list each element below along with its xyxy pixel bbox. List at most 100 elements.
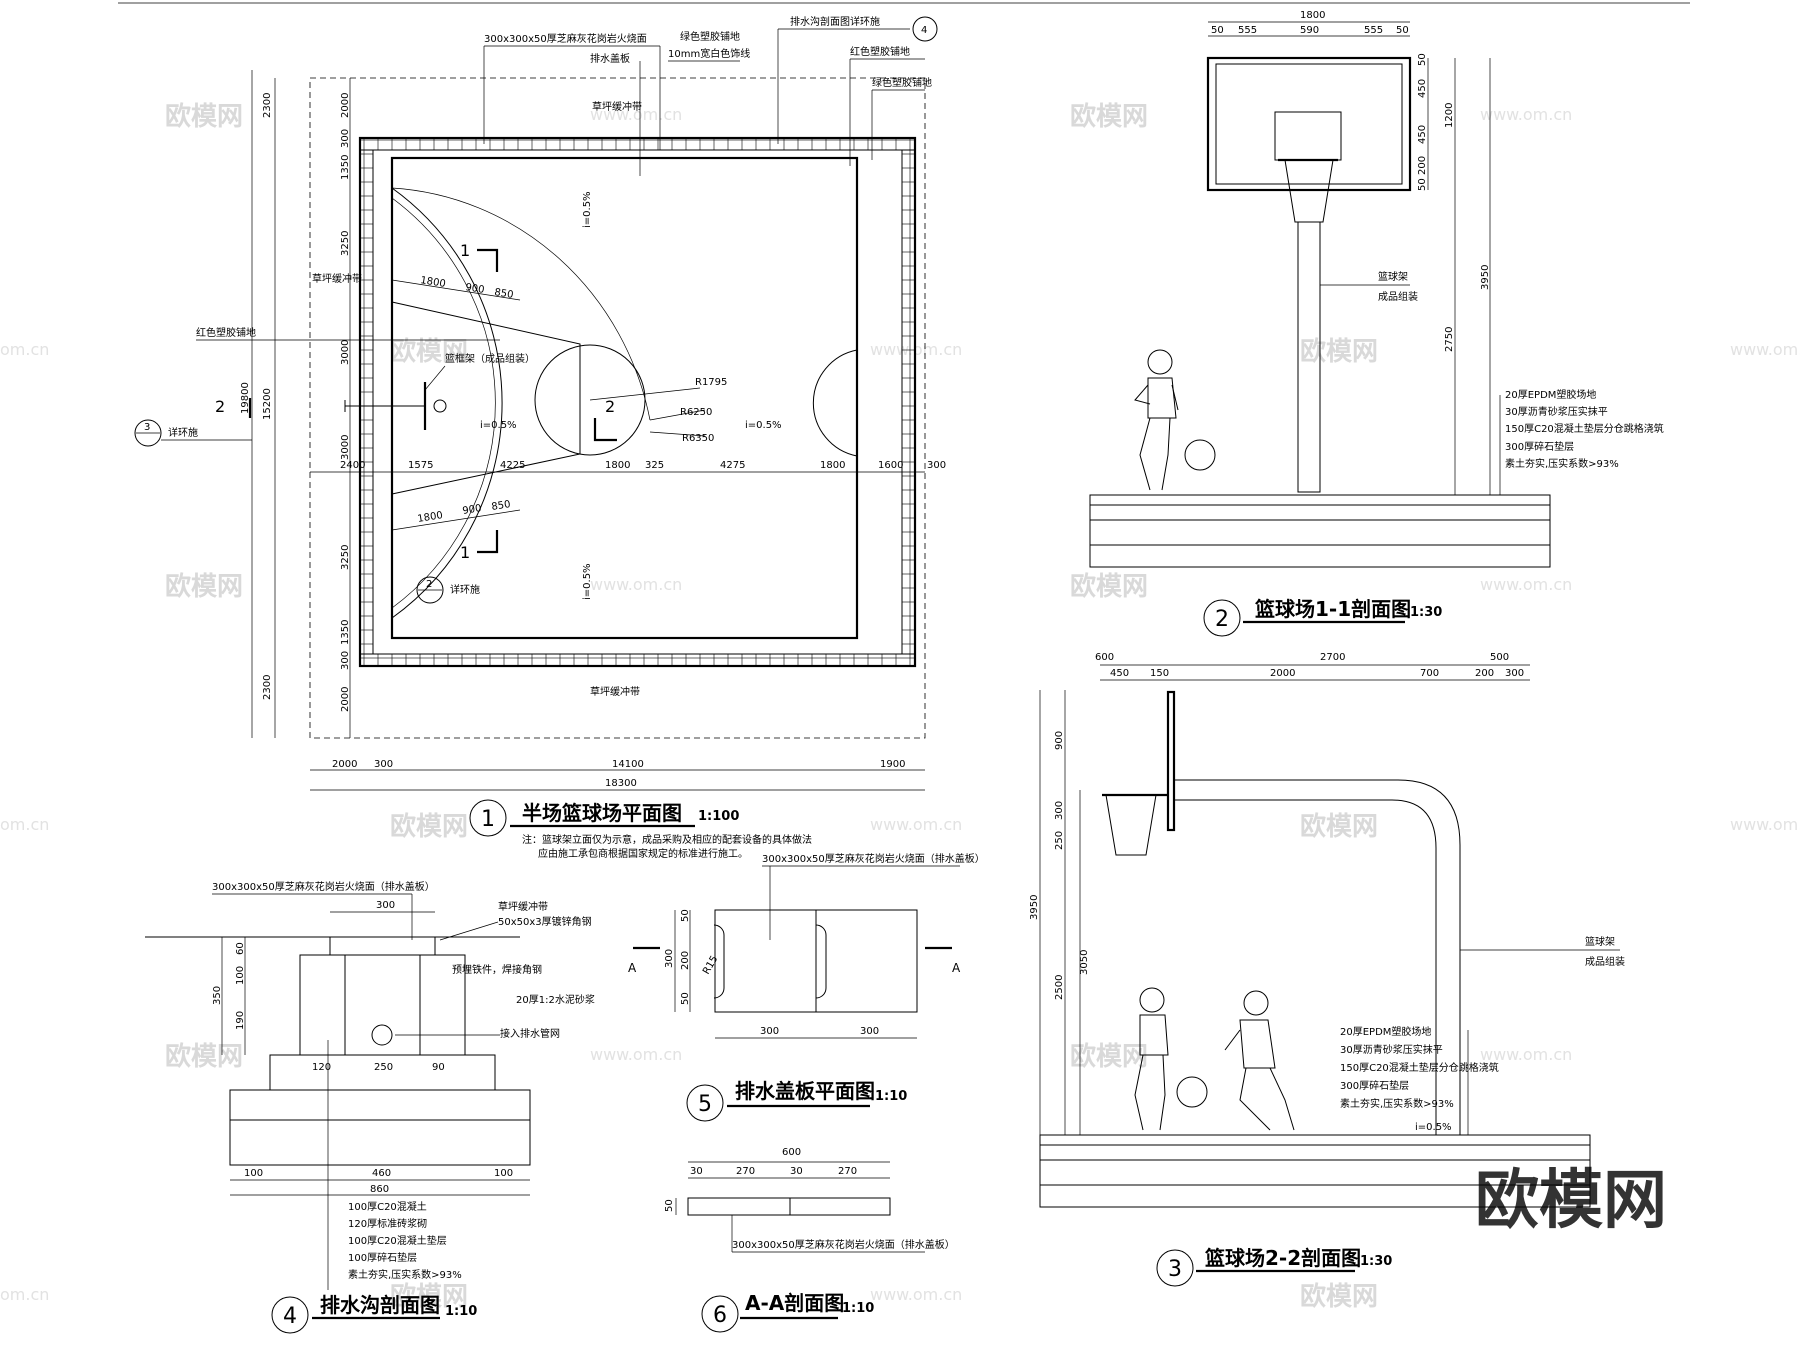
svg-text:详环施: 详环施 — [168, 426, 198, 439]
svg-text:300: 300 — [1505, 668, 1524, 679]
svg-text:欧模网: 欧模网 — [1070, 1041, 1148, 1072]
svg-text:欧模网: 欧模网 — [1070, 101, 1148, 132]
svg-text:30: 30 — [790, 1166, 803, 1177]
svg-text:R6350: R6350 — [682, 433, 714, 444]
svg-text:2000: 2000 — [340, 93, 351, 118]
watermarks: 欧模网 www.om.cn 欧模网 www.om.cn om.cn 欧模网 ww… — [0, 101, 1800, 1312]
section-1-1: 1800 50 555 590 555 50 50 450 450 200 50… — [1089, 10, 1664, 637]
svg-text:300: 300 — [927, 460, 946, 471]
svg-text:30厚沥青砂浆压实抹平: 30厚沥青砂浆压实抹平 — [1505, 405, 1608, 418]
svg-text:om.cn: om.cn — [0, 1285, 49, 1304]
svg-text:草坪缓冲带: 草坪缓冲带 — [498, 900, 548, 913]
layer-epdm — [1089, 494, 1551, 506]
svg-text:红色塑胶铺地: 红色塑胶铺地 — [196, 326, 256, 339]
svg-text:i=0.5%: i=0.5% — [1415, 1122, 1452, 1133]
svg-text:2000: 2000 — [340, 687, 351, 712]
svg-text:300: 300 — [374, 759, 393, 770]
svg-text:450: 450 — [1417, 79, 1428, 98]
plan-title: 半场篮球场平面图 — [522, 801, 682, 825]
svg-text:www.om.cn: www.om.cn — [590, 575, 682, 594]
svg-text:1800: 1800 — [420, 275, 447, 290]
aa-slab — [687, 1197, 891, 1216]
svg-text:460: 460 — [372, 1168, 391, 1179]
svg-text:欧模网: 欧模网 — [1300, 811, 1378, 842]
svg-text:325: 325 — [645, 460, 664, 471]
svg-text:R6250: R6250 — [680, 407, 712, 418]
svg-text:4275: 4275 — [720, 460, 745, 471]
svg-text:270: 270 — [736, 1166, 755, 1177]
svg-text:2: 2 — [426, 579, 432, 590]
svg-text:100厚C20混凝土垫层: 100厚C20混凝土垫层 — [348, 1234, 447, 1247]
svg-text:50: 50 — [664, 1199, 675, 1212]
svg-text:190: 190 — [235, 1011, 246, 1030]
svg-text:300: 300 — [340, 129, 351, 148]
svg-text:1575: 1575 — [408, 460, 433, 471]
svg-text:欧模网: 欧模网 — [1300, 336, 1378, 367]
svg-text:接入排水管网: 接入排水管网 — [500, 1027, 560, 1040]
svg-text:850: 850 — [494, 287, 515, 301]
svg-text:素土夯实,压实系数>93%: 素土夯实,压实系数>93% — [348, 1268, 462, 1281]
svg-text:篮球架: 篮球架 — [1585, 935, 1615, 948]
svg-text:1800: 1800 — [417, 510, 444, 525]
svg-text:2750: 2750 — [1444, 327, 1455, 352]
svg-text:100: 100 — [494, 1168, 513, 1179]
svg-text:90: 90 — [432, 1062, 445, 1073]
site-boundary — [309, 77, 926, 739]
arm-inner — [1174, 799, 1437, 1135]
svg-text:1:10: 1:10 — [842, 1301, 874, 1316]
svg-text:1350: 1350 — [340, 620, 351, 645]
svg-text:300厚碎石垫层: 300厚碎石垫层 — [1505, 440, 1574, 453]
svg-text:100: 100 — [244, 1168, 263, 1179]
svg-text:1: 1 — [460, 241, 470, 260]
svg-text:草坪缓冲带: 草坪缓冲带 — [590, 685, 640, 698]
svg-text:600: 600 — [782, 1147, 801, 1158]
svg-text:欧模网: 欧模网 — [1300, 1281, 1378, 1312]
svg-text:150厚C20混凝土垫层分仓跳格浇筑: 150厚C20混凝土垫层分仓跳格浇筑 — [1505, 422, 1664, 435]
svg-text:4: 4 — [921, 25, 927, 36]
svg-text:60: 60 — [235, 942, 246, 955]
three-point-arc-outer — [391, 187, 503, 619]
svg-text:20厚EPDM塑胶场地: 20厚EPDM塑胶场地 — [1340, 1025, 1431, 1038]
svg-text:A: A — [952, 961, 961, 975]
svg-text:30厚沥青砂浆压实抹平: 30厚沥青砂浆压实抹平 — [1340, 1043, 1443, 1056]
svg-text:50: 50 — [1417, 53, 1428, 66]
svg-text:250: 250 — [1054, 831, 1065, 850]
svg-text:欧模网: 欧模网 — [390, 336, 468, 367]
svg-text:R1795: R1795 — [695, 377, 727, 388]
drain-pipe — [371, 1024, 393, 1046]
svg-text:300: 300 — [376, 900, 395, 911]
svg-text:150: 150 — [1150, 668, 1169, 679]
svg-text:1:10: 1:10 — [875, 1089, 907, 1104]
drain-title: 排水沟剖面图 — [320, 1293, 440, 1317]
svg-text:2700: 2700 — [1320, 652, 1345, 663]
svg-text:590: 590 — [1300, 25, 1319, 36]
svg-text:120: 120 — [312, 1062, 331, 1073]
free-throw-circle — [534, 344, 646, 456]
svg-text:10mm宽白色饰线: 10mm宽白色饰线 — [668, 47, 750, 60]
detail-ref-3 — [134, 419, 162, 447]
svg-text:20厚1:2水泥砂浆: 20厚1:2水泥砂浆 — [516, 993, 595, 1006]
svg-text:50: 50 — [1211, 25, 1224, 36]
svg-text:红色塑胶铺地: 红色塑胶铺地 — [850, 45, 910, 58]
svg-text:300厚碎石垫层: 300厚碎石垫层 — [1340, 1079, 1409, 1092]
svg-text:6: 6 — [713, 1303, 727, 1328]
svg-text:i=0.5%: i=0.5% — [582, 563, 593, 600]
svg-text:3: 3 — [144, 422, 150, 433]
svg-text:欧模网: 欧模网 — [165, 571, 243, 602]
svg-text:500: 500 — [1490, 652, 1509, 663]
svg-text:www.om.cn: www.om.cn — [870, 1285, 962, 1304]
court-line — [390, 156, 859, 640]
svg-text:300: 300 — [664, 949, 675, 968]
svg-text:3000: 3000 — [340, 435, 351, 460]
svg-text:成品组装: 成品组装 — [1378, 290, 1418, 303]
svg-text:900: 900 — [462, 503, 483, 517]
svg-text:5: 5 — [698, 1092, 712, 1117]
detail-ref-2 — [416, 576, 444, 604]
rim-plan — [433, 399, 447, 413]
svg-text:18300: 18300 — [605, 778, 637, 789]
svg-text:www.om.cn: www.om.cn — [870, 815, 962, 834]
svg-text:草坪缓冲带: 草坪缓冲带 — [592, 100, 642, 113]
svg-text:300: 300 — [760, 1026, 779, 1037]
svg-text:i=0.5%: i=0.5% — [480, 420, 517, 431]
